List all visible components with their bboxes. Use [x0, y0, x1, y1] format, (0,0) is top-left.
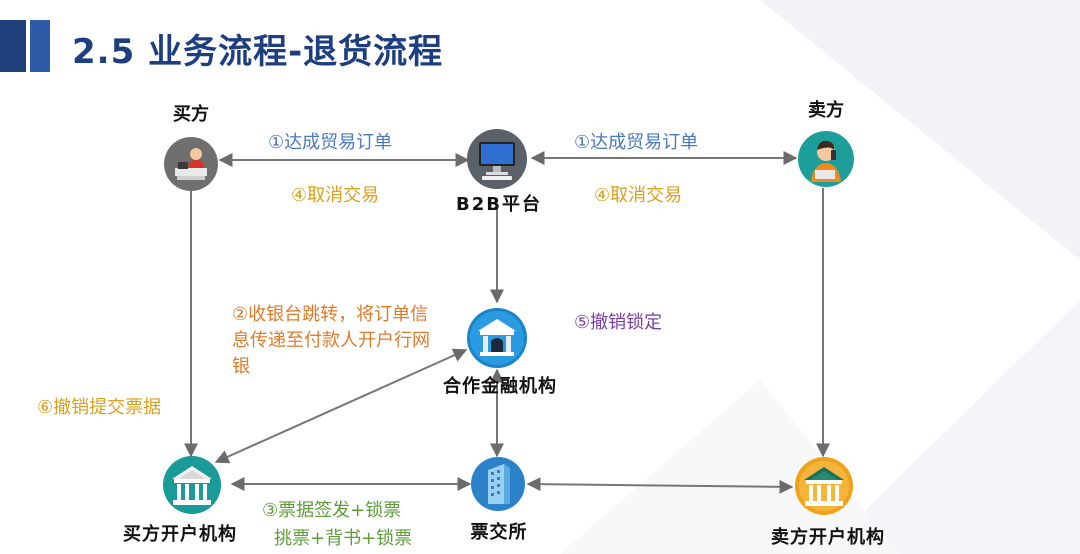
arrow-finance-buyerbank	[214, 348, 468, 464]
phone-person-icon	[798, 131, 854, 187]
edge-label-step2-line1: ②收银台跳转，将订单信	[232, 304, 429, 325]
bank-building-icon	[467, 308, 527, 368]
computer-monitor-icon	[467, 129, 527, 189]
node-label-seller: 卖方	[808, 100, 844, 121]
page-title: 2.5 业务流程-退货流程	[72, 32, 444, 72]
node-label-finance: 合作金融机构	[443, 376, 557, 397]
node-label-buyer-bank: 买方开户机构	[123, 524, 237, 545]
edge-label-step2-line3: 银	[232, 356, 250, 377]
edge-label-step4-left: ④取消交易	[291, 185, 380, 206]
edge-label-step3-line2: 挑票+背书+锁票	[274, 528, 413, 549]
node-label-seller-bank: 卖方开户机构	[771, 527, 885, 548]
title-accent-bar	[0, 20, 26, 72]
cashier-person-icon	[164, 137, 218, 191]
edge-label-step3-line1: ③票据签发+锁票	[262, 500, 402, 521]
edge-label-step5: ⑤撤销锁定	[574, 312, 663, 333]
node-label-exchange: 票交所	[470, 522, 528, 543]
node-label-buyer: 买方	[173, 104, 209, 125]
edge-label-step6: ⑥撤销提交票据	[37, 397, 162, 418]
arrow-exchange-sellerbank	[526, 477, 794, 494]
bank-building-icon	[795, 457, 853, 515]
edge-label-step2-line2: 息传递至付款人开户行网	[232, 330, 430, 351]
edge-label-step4-right: ④取消交易	[594, 185, 683, 206]
node-label-platform: B2B平台	[456, 194, 542, 215]
office-building-icon	[471, 457, 525, 511]
title-accent-bar-light	[30, 20, 50, 72]
bank-building-icon	[163, 456, 221, 514]
edge-label-step1-left: ①达成贸易订单	[268, 132, 393, 153]
edge-label-step1-right: ①达成贸易订单	[574, 132, 699, 153]
